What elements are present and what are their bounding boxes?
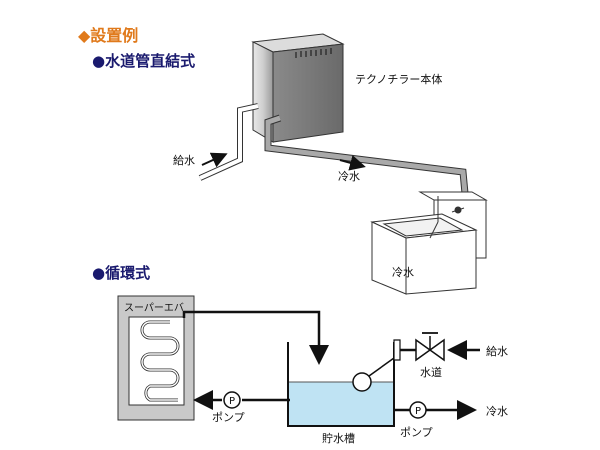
unit-label: テクノチラー本体 — [355, 73, 443, 86]
feed-label-direct: 給水 — [173, 154, 195, 167]
float-valve — [352, 339, 416, 392]
pump-left-symbol: P — [229, 396, 235, 407]
sink-label: 冷水 — [392, 266, 414, 279]
super-evaporator — [117, 295, 195, 421]
pump-left — [223, 391, 241, 409]
chiller-unit — [251, 33, 345, 143]
water-tank — [287, 342, 395, 427]
section-heading-direct: ●水道管直結式 — [92, 52, 196, 70]
chilled-label-circ: 冷水 — [486, 405, 508, 418]
sink — [370, 191, 488, 295]
tap-label: 水道 — [420, 366, 442, 379]
pump-right-label: ポンプ — [400, 426, 433, 439]
pump-left-label: ポンプ — [212, 411, 245, 424]
section-heading-circulation: ●循環式 — [92, 264, 151, 282]
feed-label-circ: 給水 — [486, 345, 508, 358]
tap-valve — [415, 332, 445, 362]
chilled-label-direct: 冷水 — [338, 170, 360, 183]
evaporator-label: スーパーエバ — [124, 303, 184, 314]
pump-right-symbol: P — [415, 406, 421, 417]
pump-right — [409, 401, 427, 419]
page-title: ◆設置例 — [78, 26, 139, 45]
tank-label: 貯水槽 — [322, 432, 355, 445]
